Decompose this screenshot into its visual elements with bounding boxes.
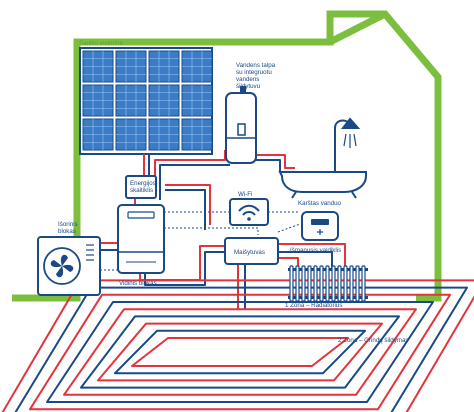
house-outline [12,10,442,302]
signal-lines [100,211,301,271]
controller-label: Išmanusis valdiklis [290,247,341,254]
radiator-icon [288,265,368,302]
mixer-icon [224,237,279,265]
outdoor-unit-icon [37,236,101,296]
tank-label-1: Vandens talpa [236,62,276,69]
wifi-icon [229,198,269,226]
tank-label-3: vandens [236,76,259,83]
zone2-label: 2 Zona – Grindų šildymas [338,337,409,344]
solar-panel-icon [79,47,213,155]
solar-label: Saulės elektrinė [79,40,124,47]
wifi-label: Wi-Fi [238,191,252,198]
zone1-label: 1 Zona – Radiatorius [285,302,342,309]
meter-label-1: Energijos [130,180,156,187]
bathtub-icon [278,171,367,199]
water-tank-icon [225,86,257,164]
indoor-unit-icon [117,204,165,274]
tank-label-4: šildytuvu [236,83,261,90]
thermostat-icon [301,211,339,241]
meter-label-2: skaitiklis [130,187,153,194]
indoor-unit-label: Vidinis blokas [119,280,157,287]
shower-icon [334,117,361,172]
hot-water-label: Karštas vanduo [298,200,342,207]
fan-icon [43,247,81,285]
floor-heating-loop [1,279,474,412]
outdoor-label-1: Išorinis [58,221,78,228]
mixer-label: Maišytuvas [234,249,265,256]
energy-meter-icon [125,175,157,199]
tank-label-2: su integruotu [236,69,272,76]
outdoor-label-2: blokas [58,228,76,235]
